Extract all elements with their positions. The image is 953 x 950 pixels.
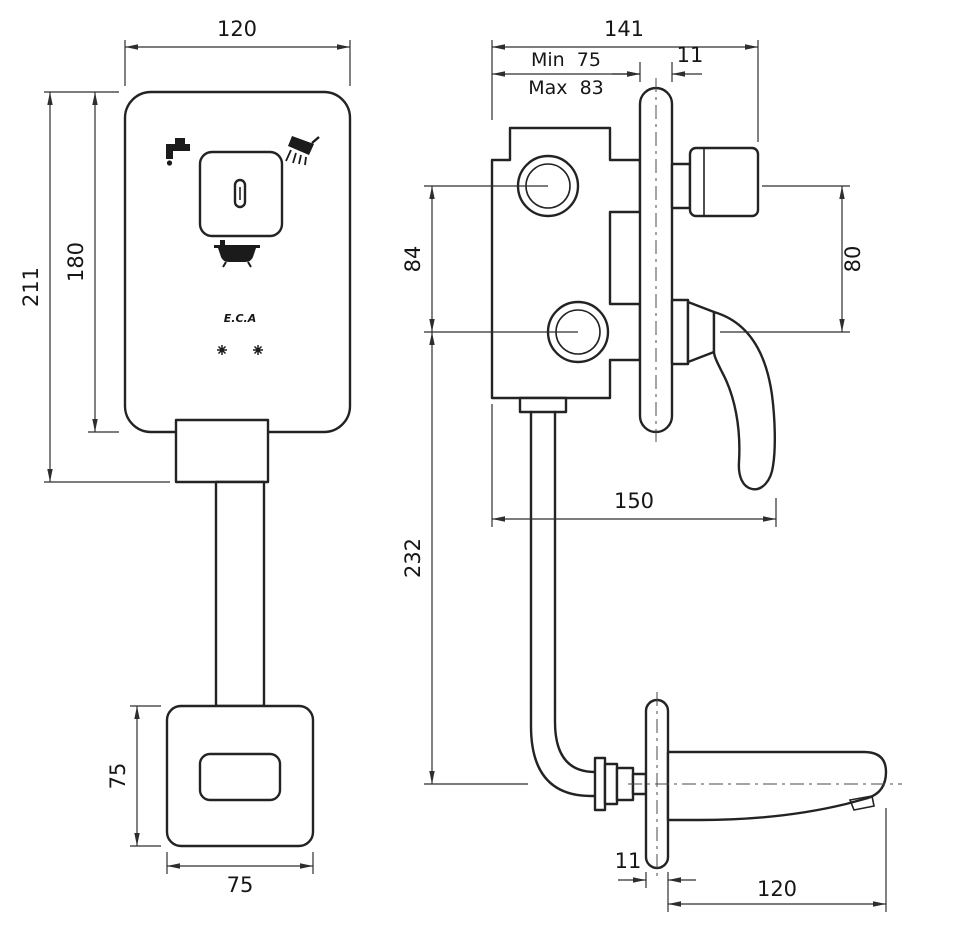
bathtub-icon [214,240,260,268]
dim-plate-height: 180 [64,242,88,282]
dim-total-depth: 141 [604,17,644,41]
handle-lever [712,310,777,491]
hot-indicator-icon [217,345,227,355]
dim-box-width: 75 [227,873,254,897]
dim-plate-thickness: 11 [677,43,704,67]
dim-plate-width: 120 [217,17,257,41]
supply-pipe [529,410,557,706]
dim-overall-height: 211 [19,267,43,307]
dim-handle-reach: 150 [614,489,654,513]
dim-spout-length: 120 [757,877,797,901]
dim-right-spacing: 80 [841,246,865,273]
dim-port-spacing: 84 [401,246,425,273]
side-view: 141 Min 75 Max 83 11 84 80 150 232 [401,17,902,912]
dim-depth-min: Min 75 [531,49,601,71]
brand-logo: E.C.A [224,312,256,325]
dim-spout-plate-thickness: 11 [615,849,642,873]
outlet-box [165,704,315,848]
outlet-opening [198,752,282,802]
spout-column [214,480,266,708]
faucet-icon [166,138,190,166]
top-knob [688,146,760,218]
dim-drop-height: 232 [401,538,425,578]
diverter-button [198,150,284,238]
spout-base-block [174,418,270,484]
dim-box-height: 75 [106,763,130,790]
pipe-flange [518,396,568,414]
union-ring-1 [593,756,607,812]
cold-indicator-icon [253,345,263,355]
valve-body [490,126,642,400]
handle-base [670,298,690,366]
union-ring-2 [603,762,619,806]
elbow-outer [529,702,599,798]
handle-cone [686,300,716,364]
shower-icon [285,136,320,166]
front-view: E.C.A 120 211 180 75 75 [19,17,352,897]
top-knob-neck [670,162,692,210]
dim-depth-max: Max 83 [528,77,604,99]
aerator [848,795,875,811]
elbow-inner [553,702,599,774]
diverter-slot [233,178,247,209]
